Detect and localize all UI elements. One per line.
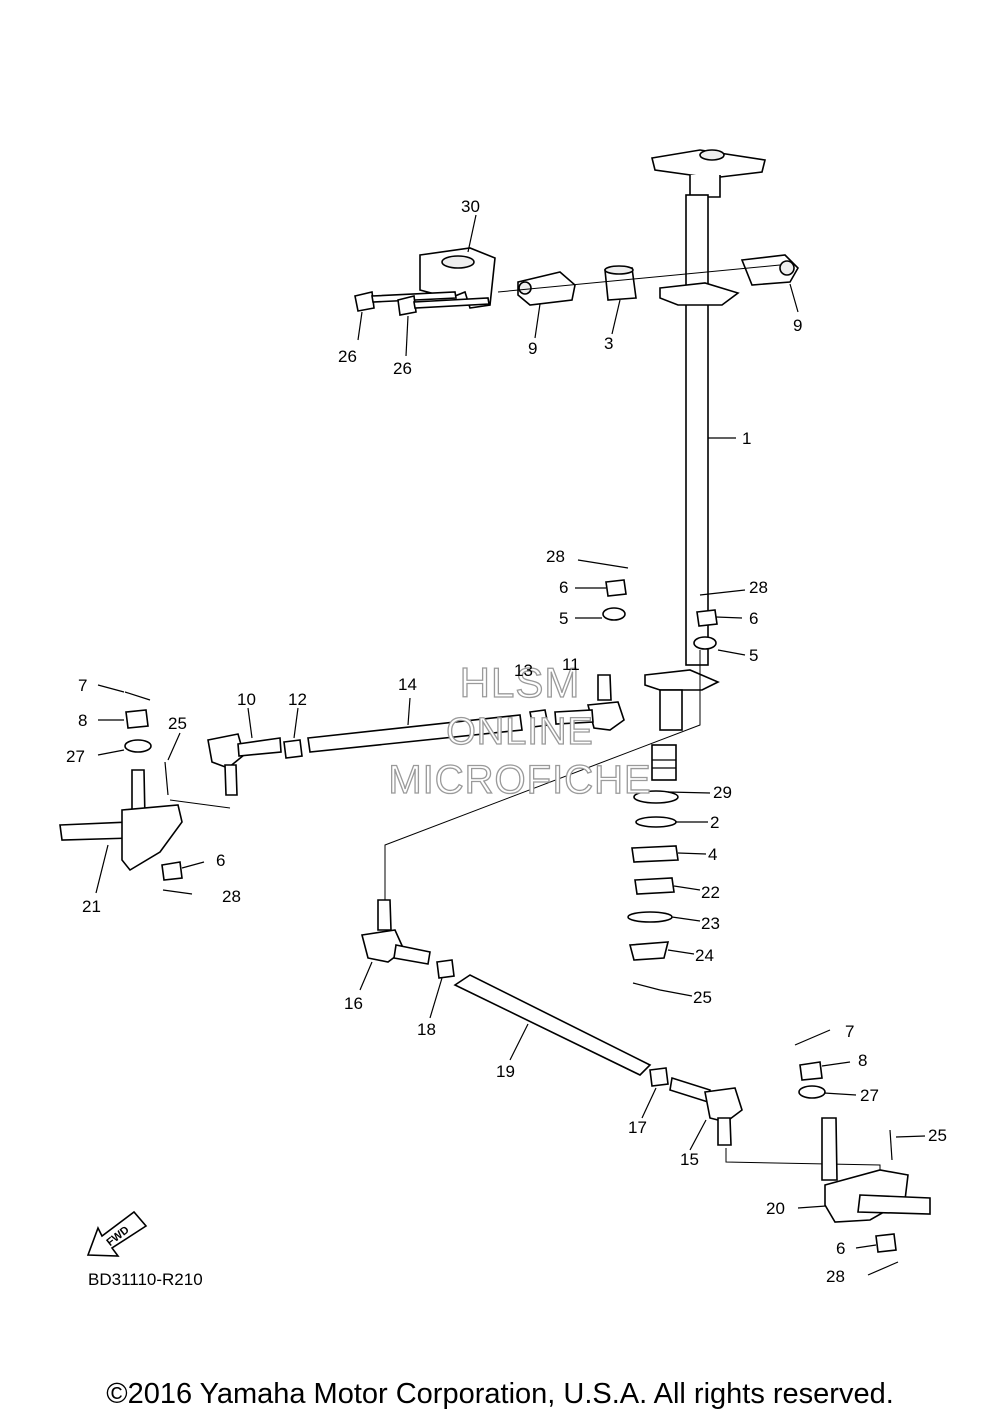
watermark: HLSM ONLINE MICROFICHE [388,658,652,802]
callout-26b: 26 [393,359,412,378]
callout-28a: 28 [546,547,565,566]
callout-6b: 6 [749,609,758,628]
callout-19: 19 [496,1062,515,1081]
callout-28b: 28 [749,578,768,597]
callout-28c: 28 [222,887,241,906]
callout-24: 24 [695,946,714,965]
callout-27b: 27 [860,1086,879,1105]
callout-20: 20 [766,1199,785,1218]
callout-13: 13 [514,661,533,680]
callout-4: 4 [708,845,717,864]
callout-2: 2 [710,813,719,832]
callout-5a: 5 [559,609,568,628]
callout-25a: 25 [168,714,187,733]
callout-6c: 6 [216,851,225,870]
callout-9a: 9 [528,339,537,358]
middle-hardware [529,559,746,731]
callout-25c: 25 [928,1126,947,1145]
fwd-arrow-icon: FWD [86,1210,148,1257]
callout-6a: 6 [559,578,568,597]
callout-17: 17 [628,1118,647,1137]
callout-11: 11 [562,655,580,674]
callout-28d: 28 [826,1267,845,1286]
watermark-line-3: MICROFICHE [388,758,651,802]
callout-29: 29 [713,783,732,802]
callout-5b: 5 [749,646,758,665]
callout-23: 23 [701,914,720,933]
upper-joint-group [354,247,799,316]
lower-tie-rod-group [361,650,881,1180]
callout-labels: 1 2 3 4 5 5 6 6 6 6 7 7 8 8 9 9 10 11 12… [66,197,947,1286]
right-knuckle-group [794,1029,931,1276]
left-knuckle-group [59,691,523,895]
callout-21: 21 [82,897,101,916]
callout-15: 15 [680,1150,699,1169]
callout-7b: 7 [845,1022,854,1041]
callout-8b: 8 [858,1051,867,1070]
callout-30: 30 [461,197,480,216]
callout-9b: 9 [793,316,802,335]
watermark-line-2: ONLINE [446,711,593,753]
watermark-line-1: HLSM [460,659,581,706]
callout-3: 3 [604,334,613,353]
callout-14: 14 [398,675,417,694]
callout-16: 16 [344,994,363,1013]
lower-stack [627,790,679,991]
diagram-code: BD31110-R210 [88,1270,203,1289]
callout-25b: 25 [693,988,712,1007]
callout-1: 1 [742,429,751,448]
callout-6d: 6 [836,1239,845,1258]
callout-12: 12 [288,690,307,709]
callout-7a: 7 [78,676,87,695]
callout-18: 18 [417,1020,436,1039]
callout-10: 10 [237,690,256,709]
leader-lines [95,214,926,1249]
callout-8a: 8 [78,711,87,730]
copyright-notice: ©2016 Yamaha Motor Corporation, U.S.A. A… [106,1378,894,1410]
callout-27a: 27 [66,747,85,766]
callout-26a: 26 [338,347,357,366]
steering-column [644,149,766,781]
callout-22: 22 [701,883,720,902]
